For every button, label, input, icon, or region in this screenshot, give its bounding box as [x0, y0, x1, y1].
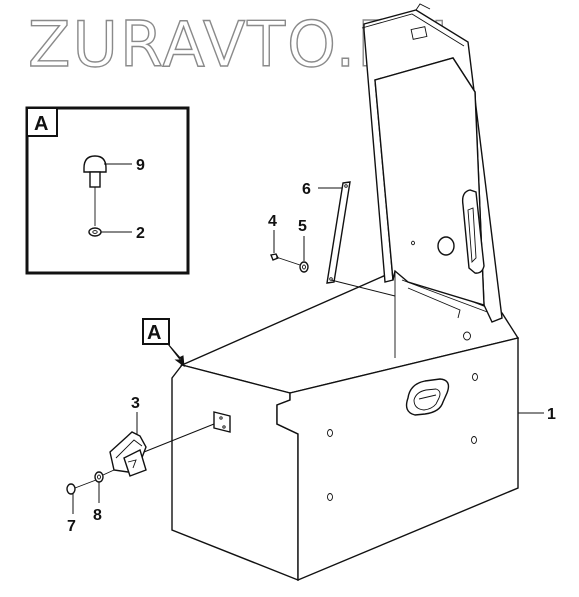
detail-view-letter: A	[34, 113, 48, 135]
detail-view-a: A 9 2	[25, 106, 190, 275]
toolbox-body	[171, 270, 520, 582]
latch-part-3	[109, 423, 215, 477]
callout-7: 7	[67, 518, 76, 535]
callout-9: 9	[136, 157, 145, 174]
front-bolt-holes	[327, 331, 478, 501]
callout-3: 3	[131, 395, 140, 412]
screw-part-4	[270, 253, 301, 266]
toolbox-lid	[361, 3, 503, 323]
detail-view-label-box	[26, 107, 58, 137]
view-a-marker-letter: A	[147, 322, 161, 344]
callout-5: 5	[298, 218, 307, 235]
view-a-marker-box	[142, 318, 170, 345]
callout-2: 2	[136, 225, 145, 242]
washer-part-5	[299, 261, 309, 273]
latch-striker-plate	[213, 411, 231, 433]
washer-part-2	[88, 227, 102, 237]
view-a-marker: A	[142, 318, 185, 368]
screw-part-7	[66, 479, 97, 495]
callout-8: 8	[93, 507, 102, 524]
callout-1: 1	[547, 406, 556, 423]
front-handle	[405, 378, 450, 416]
knob-part-9	[83, 155, 107, 226]
lid-stay-part-6	[326, 181, 396, 297]
washer-part-8	[94, 469, 115, 483]
callout-6: 6	[302, 181, 311, 198]
callout-4: 4	[268, 213, 277, 230]
